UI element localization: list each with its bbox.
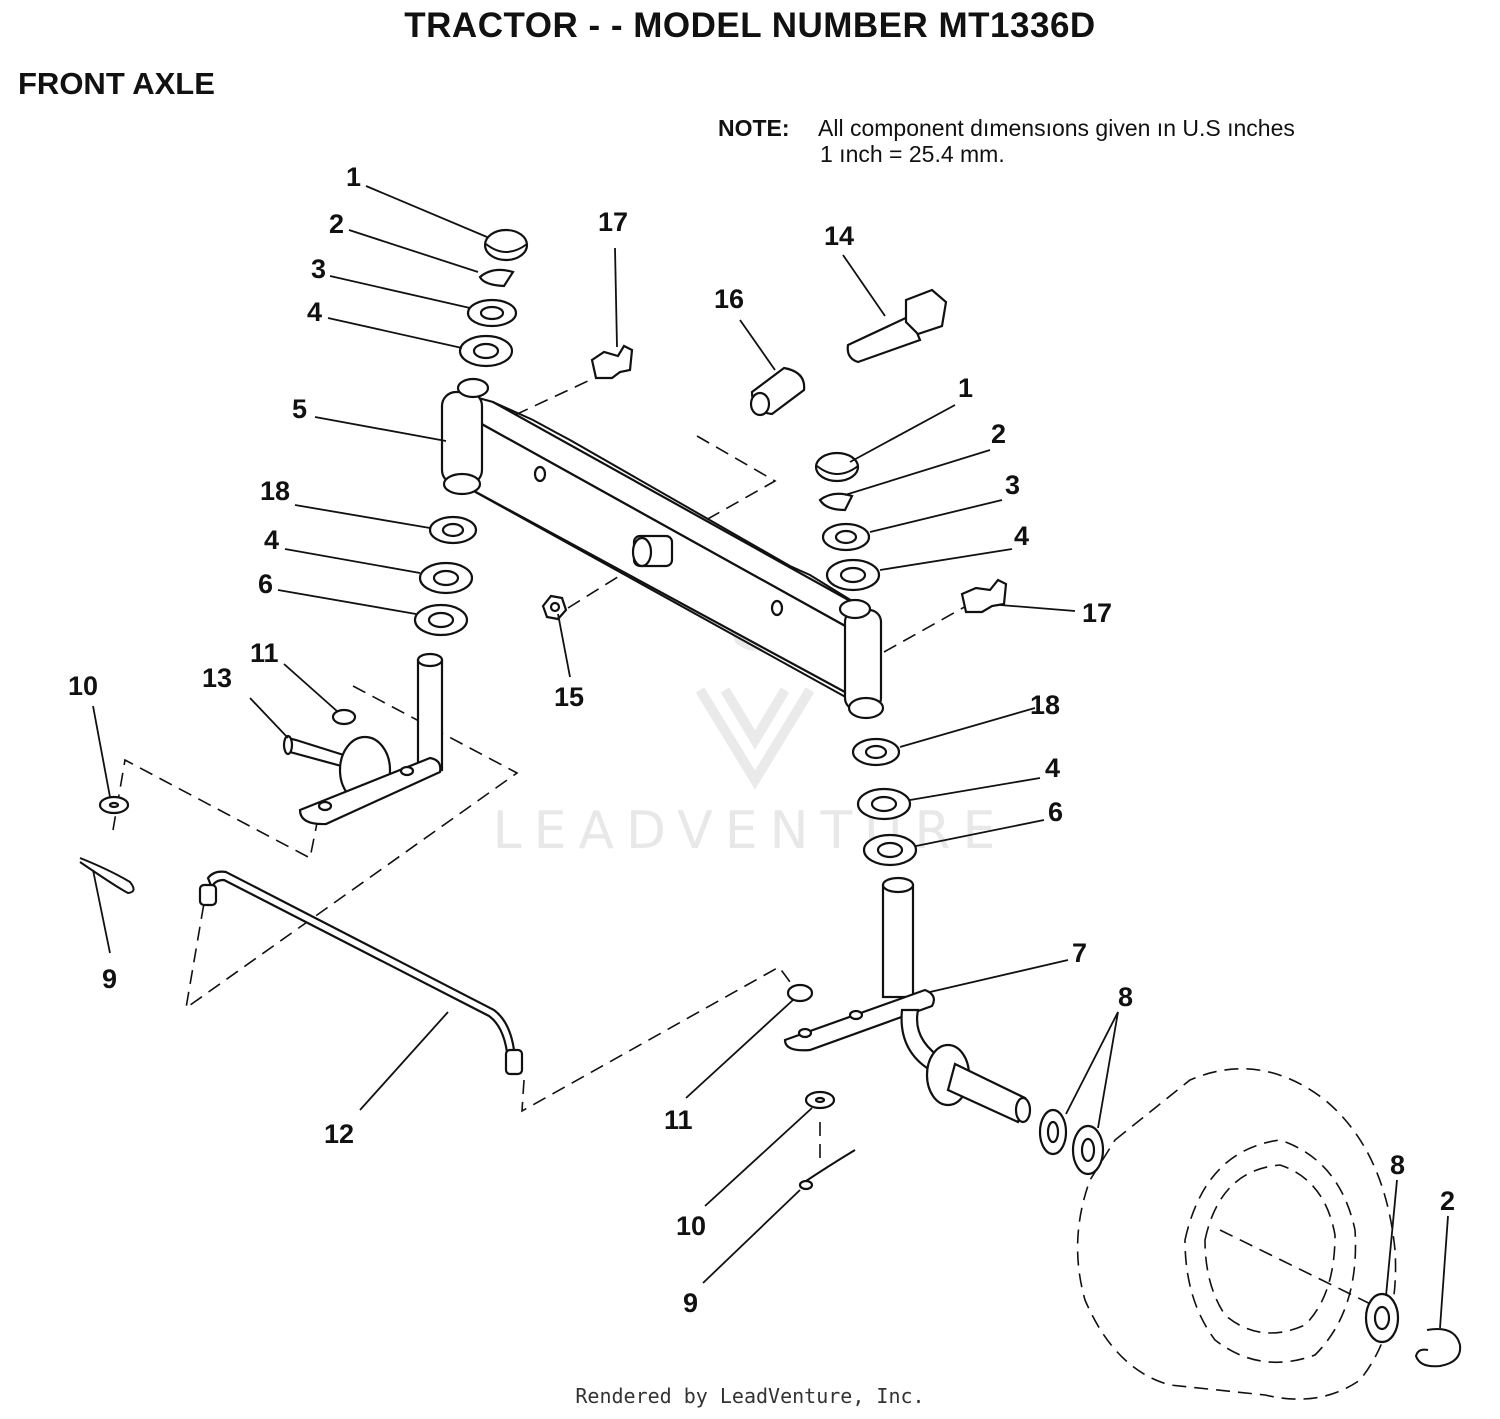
- right-axle-boss: [843, 608, 883, 712]
- hub-cap-left: [483, 228, 529, 262]
- callout-3: 3: [311, 254, 326, 284]
- right-spindle: [783, 876, 1032, 1191]
- callout-16: 16: [714, 284, 744, 314]
- hub-cap-right: [814, 451, 860, 483]
- callout-18: 18: [260, 476, 290, 506]
- callout-3: 3: [1005, 470, 1020, 500]
- callout-2: 2: [1440, 1186, 1455, 1216]
- callout-8: 8: [1118, 982, 1133, 1012]
- callout-9: 9: [683, 1288, 698, 1318]
- left-spindle-shaft: [416, 658, 444, 772]
- section-title: FRONT AXLE: [18, 66, 215, 101]
- bolt-14-thread: [846, 314, 922, 364]
- callout-1: 1: [958, 373, 973, 403]
- callout-10: 10: [68, 671, 98, 701]
- alignment-lines: [112, 379, 1397, 1400]
- grease-fitting-right: [960, 578, 1008, 614]
- callout-11: 11: [664, 1105, 693, 1135]
- callout-1: 1: [346, 162, 361, 192]
- retaining-ring-right: [818, 492, 854, 512]
- callout-18: 18: [1030, 690, 1060, 720]
- right-spindle-hardware: [814, 451, 1008, 867]
- callout-14: 14: [824, 221, 854, 251]
- note-line-1: All component dımensıons given ın U.S ın…: [818, 115, 1295, 141]
- footer-credit: Rendered by LeadVenture, Inc.: [575, 1384, 925, 1408]
- axle-beam: [440, 377, 885, 720]
- callout-2: 2: [329, 209, 344, 239]
- callout-13: 13: [202, 663, 232, 693]
- callout-7: 7: [1072, 938, 1087, 968]
- callout-2: 2: [991, 419, 1006, 449]
- right-steering-arm: [783, 988, 935, 1052]
- wheel-hardware: [1038, 1108, 1462, 1368]
- callout-labels: 1 2 3 4 5 18 4 6 11 13 10 9 12 17 16 14 …: [68, 162, 1455, 1318]
- bushing-right-11: [786, 983, 814, 1003]
- callout-11: 11: [250, 638, 279, 668]
- callout-17: 17: [1082, 598, 1112, 628]
- page-title: TRACTOR - - MODEL NUMBER MT1336D: [404, 6, 1096, 45]
- callout-10: 10: [676, 1211, 706, 1241]
- left-cotter-assembly: [79, 795, 135, 895]
- left-spindle-hardware: [413, 228, 529, 637]
- callout-4: 4: [1014, 521, 1029, 551]
- center-hardware: [541, 288, 948, 621]
- callout-5: 5: [292, 394, 307, 424]
- bushing-left-11: [331, 708, 357, 726]
- retaining-ring-left: [478, 268, 515, 288]
- cotter-pin-right: [799, 1149, 856, 1186]
- left-axle-boss: [440, 390, 484, 486]
- callout-17: 17: [598, 207, 628, 237]
- callout-6: 6: [258, 569, 273, 599]
- bolt-14-head: [904, 288, 948, 336]
- callout-8: 8: [1390, 1150, 1405, 1180]
- note-label: NOTE:: [718, 115, 790, 141]
- dimension-note: NOTE: All component dımensıons given ın U…: [718, 115, 1295, 167]
- callout-4: 4: [264, 525, 279, 555]
- left-spindle: [282, 652, 444, 826]
- callout-4: 4: [307, 297, 322, 327]
- retaining-ring-2: [1414, 1328, 1462, 1368]
- callout-15: 15: [554, 682, 584, 712]
- drag-link: [198, 870, 524, 1076]
- note-line-2: 1 ınch = 25.4 mm.: [820, 141, 1005, 167]
- callout-9: 9: [102, 964, 117, 994]
- callout-6: 6: [1048, 797, 1063, 827]
- right-spindle-shaft: [881, 883, 915, 999]
- right-axle-stub: [946, 1062, 1027, 1124]
- callout-12: 12: [324, 1119, 354, 1149]
- watermark: LEADVENTURE: [493, 801, 1008, 861]
- callout-4: 4: [1045, 753, 1060, 783]
- callout-leaders: [92, 185, 1449, 1329]
- cotter-pin-left: [79, 857, 135, 895]
- grease-fitting-left: [590, 344, 634, 380]
